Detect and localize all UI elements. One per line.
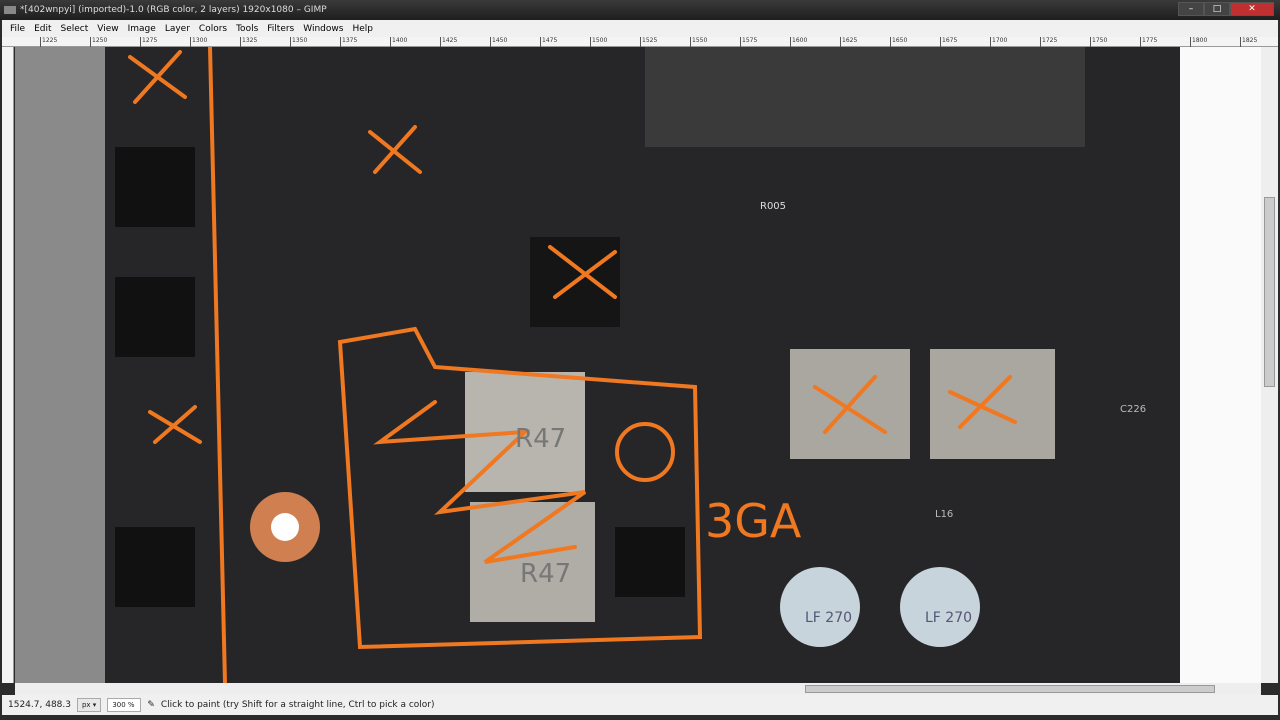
pointer-coordinates: 1524.7, 488.3: [8, 700, 71, 710]
title-bar: *[402wnpyi] (imported)-1.0 (RGB color, 2…: [0, 0, 1280, 20]
ruler-tick-label: 1425: [440, 37, 457, 47]
menu-tools[interactable]: Tools: [236, 23, 259, 34]
scrollbar-thumb[interactable]: [1264, 197, 1275, 387]
maximize-button[interactable]: □: [1204, 2, 1230, 16]
orange-annotations: [128, 47, 1017, 683]
inductor-label: R47: [520, 559, 571, 589]
pcb-image: 3GA R47 R47 L16 C226 R005 LF 270 LF 270: [15, 47, 1261, 683]
ruler-tick-label: 1675: [940, 37, 957, 47]
ruler-tick-label: 1625: [840, 37, 857, 47]
scrollbar-thumb[interactable]: [805, 685, 1215, 693]
ruler-tick-label: 1275: [140, 37, 157, 47]
chip: [115, 527, 195, 607]
menu-bar: File Edit Select View Image Layer Colors…: [2, 20, 1278, 37]
pcb-label: C226: [1120, 404, 1146, 415]
menu-layer[interactable]: Layer: [164, 23, 190, 34]
unit-select[interactable]: px ▾: [76, 698, 102, 712]
inductor-column: [15, 47, 105, 683]
ruler-tick-label: 1650: [890, 37, 907, 47]
close-button[interactable]: ✕: [1230, 2, 1274, 16]
inductor: [930, 349, 1055, 459]
inductor-label: R47: [515, 424, 566, 454]
capacitor: [900, 567, 980, 647]
ruler-tick-label: 1525: [640, 37, 657, 47]
vertical-ruler[interactable]: [2, 47, 14, 683]
ruler-tick-label: 1600: [790, 37, 807, 47]
ruler-tick-label: 1225: [40, 37, 57, 47]
status-message: Click to paint (try Shift for a straight…: [160, 700, 435, 710]
ruler-tick-label: 1700: [990, 37, 1007, 47]
capacitor-label: LF 270: [805, 610, 852, 626]
menu-view[interactable]: View: [97, 23, 119, 34]
ruler-tick-label: 1250: [90, 37, 107, 47]
menu-filters[interactable]: Filters: [267, 23, 295, 34]
unit-value: px: [81, 701, 91, 709]
chip: [115, 277, 195, 357]
ruler-tick-label: 1400: [390, 37, 407, 47]
menu-image[interactable]: Image: [127, 23, 156, 34]
ruler-tick-label: 1775: [1140, 37, 1157, 47]
status-bar: 1524.7, 488.3 px ▾ 300 % ✎ Click to pain…: [2, 695, 1278, 715]
ruler-tick-label: 1575: [740, 37, 757, 47]
ruler-tick-label: 1350: [290, 37, 307, 47]
capacitor: [780, 567, 860, 647]
ruler-tick-label: 1750: [1090, 37, 1107, 47]
zoom-select[interactable]: 300 %: [107, 698, 142, 712]
image-background: [1180, 47, 1261, 683]
menu-help[interactable]: Help: [352, 23, 373, 34]
screw-hole-center: [271, 513, 299, 541]
menu-colors[interactable]: Colors: [198, 23, 228, 34]
menu-windows[interactable]: Windows: [303, 23, 344, 34]
horizontal-scrollbar[interactable]: [15, 683, 1261, 695]
minimize-button[interactable]: –: [1178, 2, 1204, 16]
ruler-tick-label: 1725: [1040, 37, 1057, 47]
annotation-3ga: 3GA: [705, 494, 802, 548]
chip: [115, 147, 195, 227]
horizontal-ruler[interactable]: 1225 1250 1275 1300 1325 1350 1375 1400 1425 1450…: [2, 37, 1278, 47]
connector-pins: [645, 47, 1085, 147]
menu-select[interactable]: Select: [60, 23, 89, 34]
image-canvas[interactable]: 3GA R47 R47 L16 C226 R005 LF 270 LF 270: [15, 47, 1261, 683]
vertical-scrollbar[interactable]: [1261, 47, 1278, 683]
window-title: *[402wnpyi] (imported)-1.0 (RGB color, 2…: [20, 5, 327, 15]
ruler-tick-label: 1325: [240, 37, 257, 47]
ruler-tick-label: 1550: [690, 37, 707, 47]
paintbrush-icon: ✎: [147, 700, 155, 710]
zoom-value: 300 %: [112, 701, 135, 709]
capacitor-label: LF 270: [925, 610, 972, 626]
ruler-tick-label: 1800: [1190, 37, 1207, 47]
ruler-tick-label: 1450: [490, 37, 507, 47]
pcb-label: L16: [935, 509, 953, 520]
ruler-tick-label: 1500: [590, 37, 607, 47]
ruler-tick-label: 1825: [1240, 37, 1257, 47]
chip: [615, 527, 685, 597]
gimp-app-icon: [4, 6, 16, 14]
menu-file[interactable]: File: [10, 23, 26, 34]
resistor-label: R005: [760, 201, 786, 212]
ruler-tick-label: 1300: [190, 37, 207, 47]
ruler-tick-label: 1475: [540, 37, 557, 47]
menu-edit[interactable]: Edit: [34, 23, 52, 34]
ruler-tick-label: 1375: [340, 37, 357, 47]
